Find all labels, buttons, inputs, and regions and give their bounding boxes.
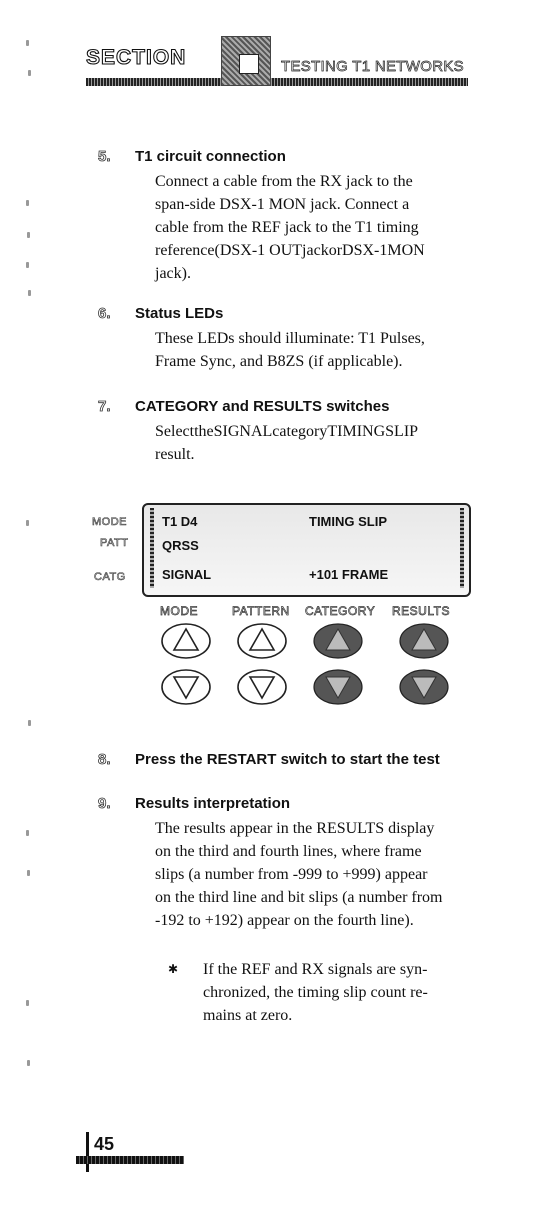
- body-line: cable from the REF jack to the T1 timing: [155, 219, 419, 236]
- bullet-body: If the REF and RX signals are syn- chron…: [203, 958, 469, 1027]
- body-line: -192 to +192) appear on the fourth line)…: [155, 912, 414, 929]
- lcd-bezel-left: [150, 508, 154, 588]
- lcd-line1-left: T1 D4: [162, 514, 198, 529]
- scan-mark: [28, 290, 31, 296]
- pattern-down-button[interactable]: [236, 668, 288, 706]
- emblem-square-icon: [239, 54, 259, 74]
- scan-mark: [26, 262, 29, 268]
- category-down-button[interactable]: [312, 668, 364, 706]
- step-body: SelecttheSIGNALcategoryTIMINGSLIP result…: [155, 420, 467, 466]
- scan-mark: [27, 1060, 30, 1066]
- scan-mark: [28, 720, 31, 726]
- step-title: CATEGORY and RESULTS switches: [135, 398, 390, 415]
- header-rule: [86, 78, 468, 86]
- results-button-label: RESULTS: [392, 604, 450, 619]
- section-label: SECTION: [85, 45, 187, 69]
- scan-mark: [27, 870, 30, 876]
- page-number-bar: [76, 1156, 184, 1164]
- results-down-button[interactable]: [398, 668, 450, 706]
- results-up-button[interactable]: [398, 622, 450, 660]
- body-line: mains at zero.: [203, 1007, 293, 1024]
- step-title: T1 circuit connection: [135, 148, 286, 165]
- mode-side-label: MODE: [92, 516, 127, 529]
- body-line: Connect a cable from the RX jack to the: [155, 173, 413, 190]
- step-body: These LEDs should illuminate: T1 Pulses,…: [155, 327, 470, 373]
- page-number: 45: [94, 1134, 115, 1154]
- body-line: If the REF and RX signals are syn-: [203, 961, 428, 978]
- category-up-button[interactable]: [312, 622, 364, 660]
- body-line: jack).: [155, 265, 191, 282]
- mode-button-label: MODE: [160, 604, 198, 619]
- patt-side-label: PATT: [100, 537, 129, 550]
- step-number: 7.: [98, 398, 111, 416]
- body-line: result.: [155, 446, 195, 463]
- body-line: span-side DSX-1 MON jack. Connect a: [155, 196, 410, 213]
- scan-mark: [26, 520, 29, 526]
- lcd-line3-right: +101 FRAME: [309, 567, 389, 582]
- section-emblem-icon: [221, 36, 271, 86]
- catg-side-label: CATG: [94, 571, 126, 584]
- body-line: on the third line and bit slips (a numbe…: [155, 889, 443, 906]
- lcd-line1-right: TIMING SLIP: [309, 514, 387, 529]
- section-title: TESTING T1 NETWORKS: [281, 58, 464, 76]
- body-line: on the third and fourth lines, where fra…: [155, 843, 422, 860]
- body-line: reference(DSX-1 OUTjackorDSX-1MON: [155, 242, 425, 259]
- category-button-label: CATEGORY: [305, 604, 376, 619]
- bullet-icon: ✱: [168, 962, 179, 976]
- scan-mark: [26, 40, 29, 46]
- step-title: Press the RESTART switch to start the te…: [135, 751, 440, 768]
- lcd-display: [142, 503, 471, 597]
- page-number-tick: [86, 1132, 89, 1172]
- step-number: 5.: [98, 148, 111, 166]
- body-line: These LEDs should illuminate: T1 Pulses,: [155, 330, 425, 347]
- mode-up-button[interactable]: [160, 622, 212, 660]
- step-title: Status LEDs: [135, 305, 224, 322]
- scan-mark: [26, 200, 29, 206]
- body-line: Frame Sync, and B8ZS (if applicable).: [155, 353, 403, 370]
- body-line: slips (a number from -999 to +999) appea…: [155, 866, 428, 883]
- lcd-line2-left: QRSS: [162, 538, 199, 553]
- step-number: 6.: [98, 305, 111, 323]
- scan-mark: [28, 70, 31, 76]
- step-body: Connect a cable from the RX jack to the …: [155, 170, 467, 285]
- pattern-button-label: PATTERN: [232, 604, 290, 619]
- step-body: The results appear in the RESULTS displa…: [155, 817, 470, 932]
- pattern-up-button[interactable]: [236, 622, 288, 660]
- scan-mark: [26, 830, 29, 836]
- body-line: SelecttheSIGNALcategoryTIMINGSLIP: [155, 423, 419, 440]
- body-line: The results appear in the RESULTS displa…: [155, 820, 435, 837]
- scan-mark: [26, 1000, 29, 1006]
- step-title: Results interpretation: [135, 795, 291, 812]
- lcd-line4-left: SIGNAL: [162, 567, 212, 582]
- mode-down-button[interactable]: [160, 668, 212, 706]
- body-line: chronized, the timing slip count re-: [203, 984, 428, 1001]
- step-number: 9.: [98, 795, 111, 813]
- step-number: 8.: [98, 751, 111, 769]
- scan-mark: [27, 232, 30, 238]
- lcd-bezel-right: [460, 508, 464, 588]
